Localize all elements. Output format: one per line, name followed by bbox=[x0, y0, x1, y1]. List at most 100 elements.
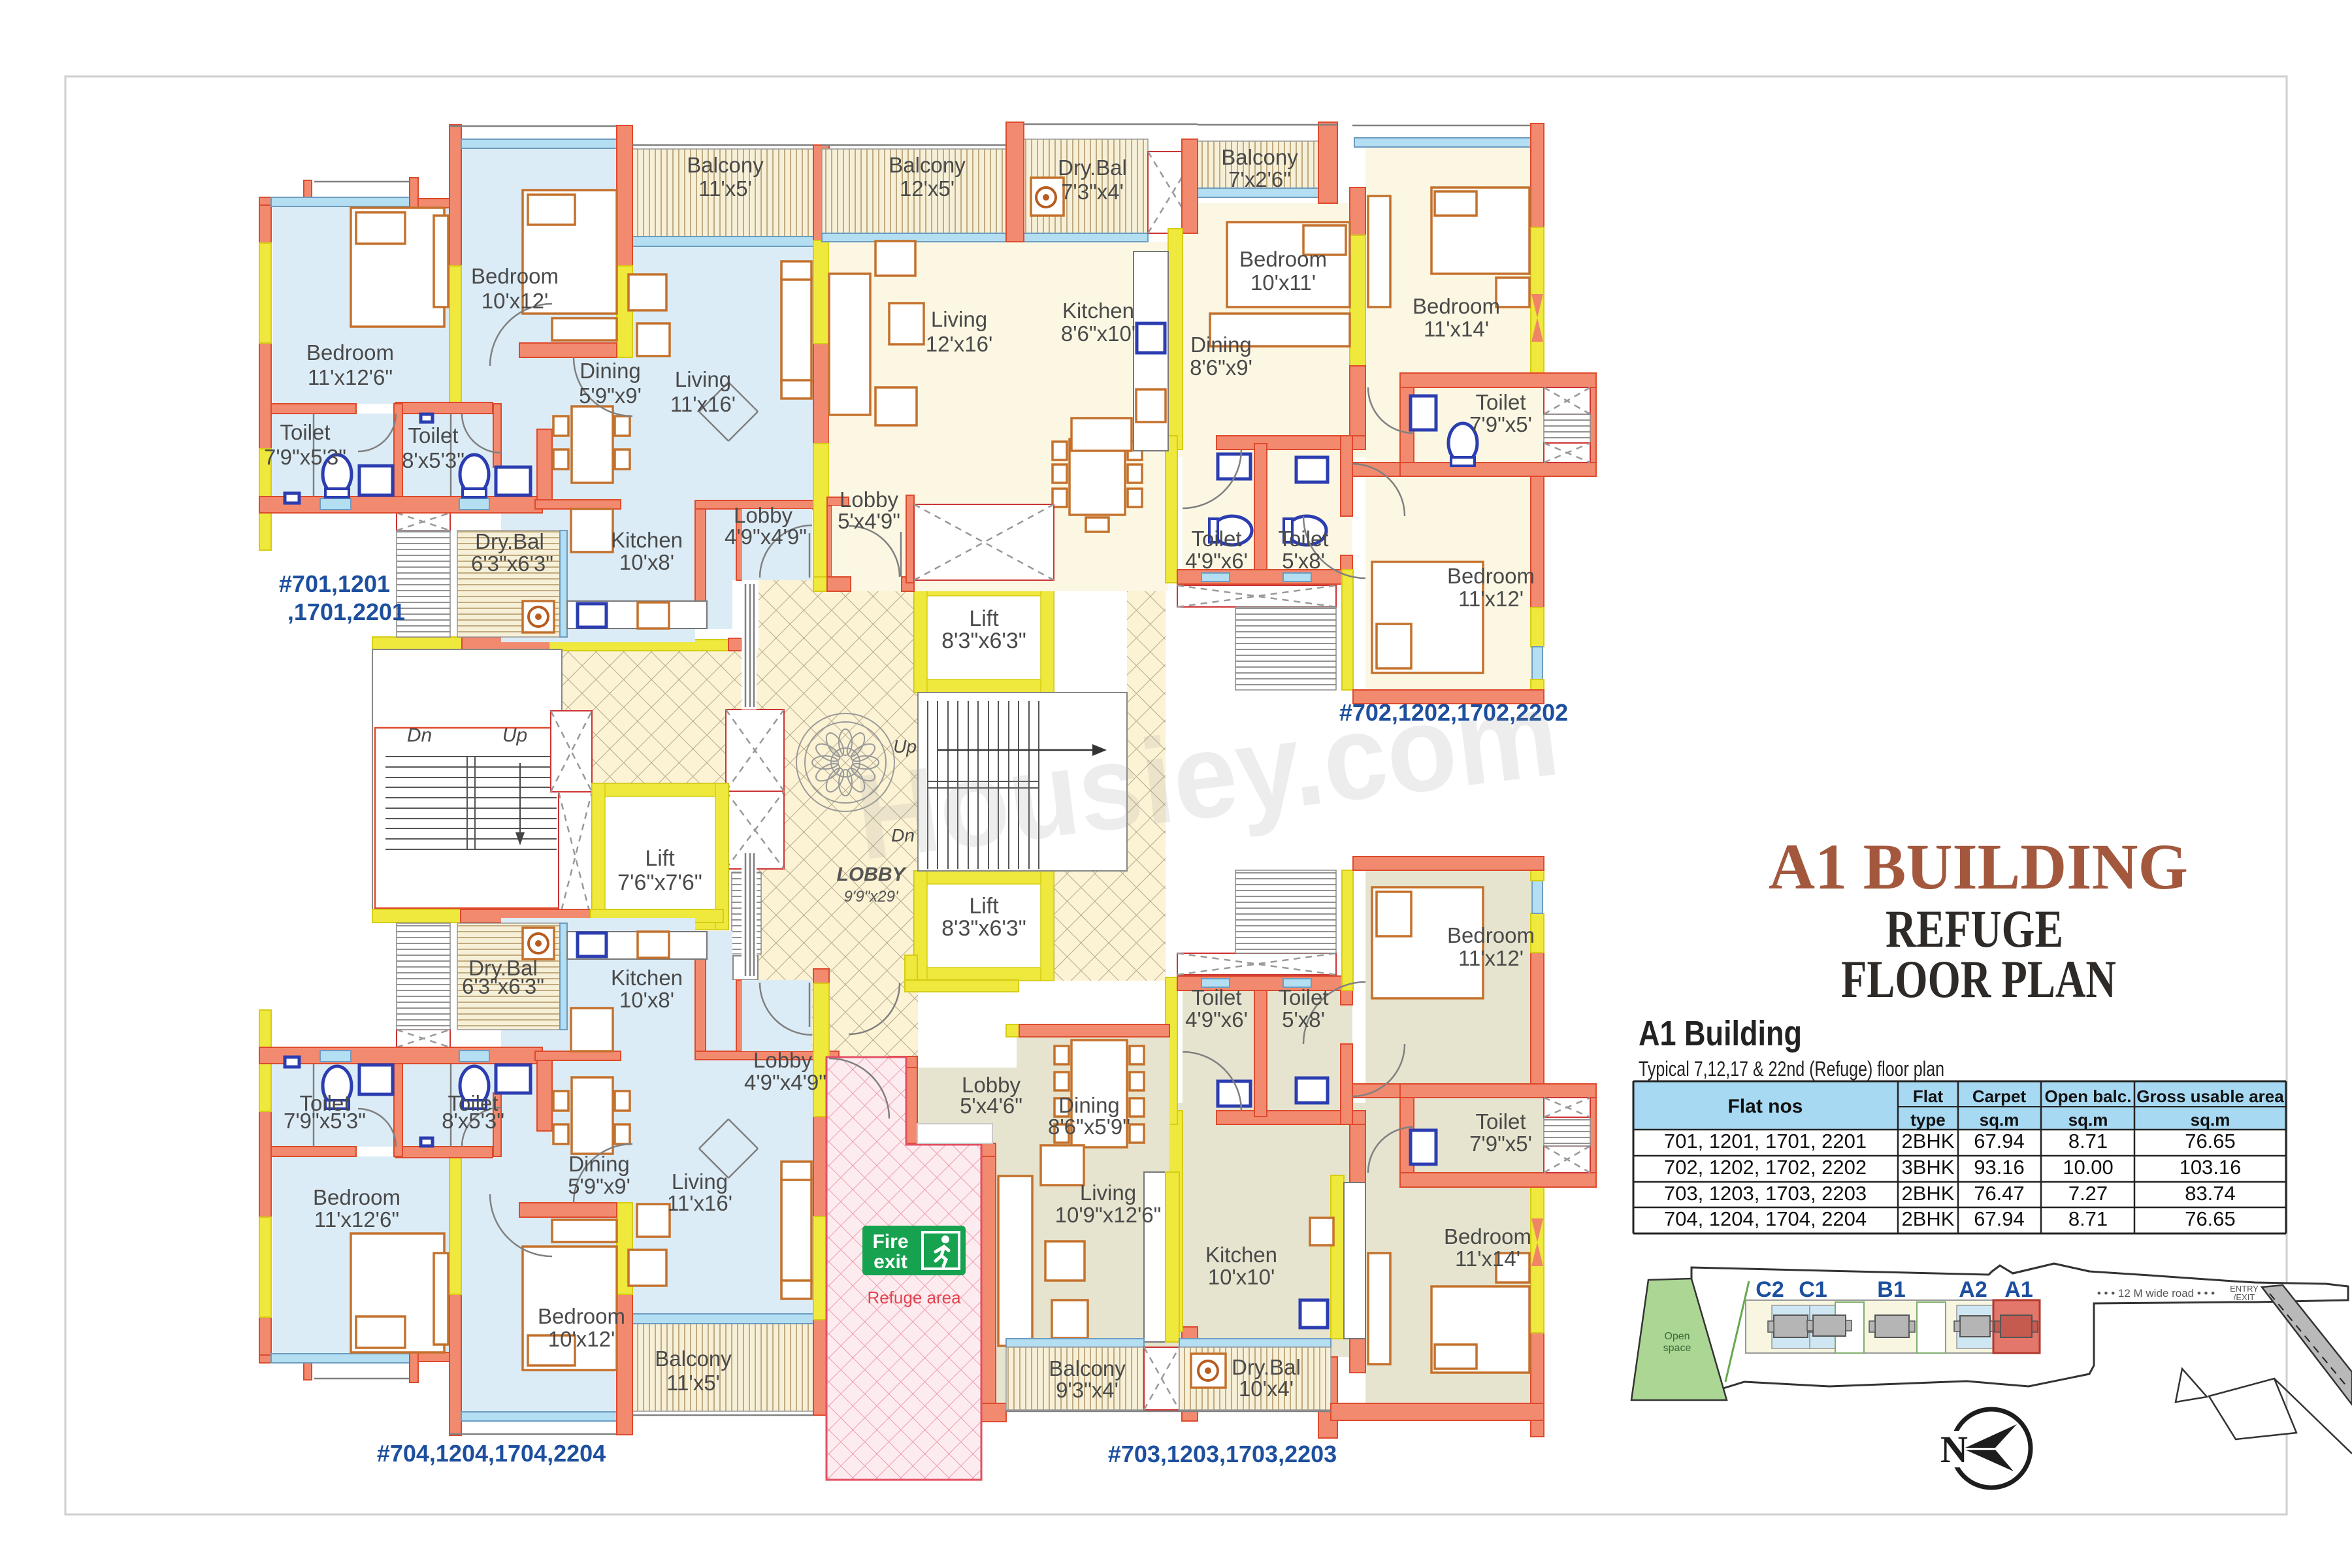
svg-text:2BHK: 2BHK bbox=[1902, 1207, 1955, 1230]
svg-text:B1: B1 bbox=[1877, 1277, 1905, 1302]
svg-text:Bedroom: Bedroom bbox=[313, 1185, 400, 1209]
svg-text:Refuge area: Refuge area bbox=[867, 1288, 961, 1307]
svg-text:10'x10': 10'x10' bbox=[1208, 1265, 1275, 1289]
svg-text:8.71: 8.71 bbox=[2068, 1207, 2108, 1230]
svg-text:12'x16': 12'x16' bbox=[926, 332, 993, 356]
svg-text:10'x12': 10'x12' bbox=[482, 289, 549, 313]
svg-text:93.16: 93.16 bbox=[1974, 1156, 2025, 1179]
svg-text:Toilet: Toilet bbox=[448, 1091, 498, 1115]
svg-text:Dining: Dining bbox=[1190, 333, 1252, 357]
svg-text:7'x2'6": 7'x2'6" bbox=[1228, 167, 1291, 191]
svg-text:Toilet: Toilet bbox=[1278, 527, 1328, 551]
svg-text:Dry.Bal: Dry.Bal bbox=[1058, 155, 1127, 180]
svg-text:11'x12'6": 11'x12'6" bbox=[314, 1207, 399, 1232]
svg-text:11'x12'6": 11'x12'6" bbox=[308, 365, 393, 389]
svg-text:11'x12': 11'x12' bbox=[1458, 946, 1524, 970]
svg-text:Lift: Lift bbox=[969, 606, 999, 631]
svg-text:Dry.Bal: Dry.Bal bbox=[468, 956, 538, 980]
svg-text:sq.m: sq.m bbox=[1980, 1110, 2019, 1130]
svg-text:exit: exit bbox=[874, 1251, 907, 1273]
svg-text:Living: Living bbox=[1080, 1181, 1136, 1205]
svg-text:A1 Building: A1 Building bbox=[1639, 1014, 1802, 1053]
svg-text:10'x4': 10'x4' bbox=[1239, 1377, 1294, 1401]
svg-text:Bedroom: Bedroom bbox=[1447, 923, 1535, 947]
svg-text:7.27: 7.27 bbox=[2068, 1182, 2108, 1205]
svg-text:Kitchen: Kitchen bbox=[1205, 1243, 1277, 1267]
svg-text:702, 1202, 1702, 2202: 702, 1202, 1702, 2202 bbox=[1664, 1156, 1867, 1179]
svg-text:5'9"x9': 5'9"x9' bbox=[579, 384, 642, 408]
svg-text:C1: C1 bbox=[1799, 1277, 1827, 1302]
svg-text:Kitchen: Kitchen bbox=[611, 966, 683, 990]
svg-text:7'6"x7'6": 7'6"x7'6" bbox=[617, 870, 702, 895]
svg-text:Typical 7,12,17 & 22nd (Refuge: Typical 7,12,17 & 22nd (Refuge) floor pl… bbox=[1639, 1057, 1944, 1081]
svg-text:Dining: Dining bbox=[1058, 1093, 1120, 1117]
svg-text:Up: Up bbox=[893, 736, 917, 757]
svg-text:ENTRY: ENTRY bbox=[2230, 1284, 2259, 1294]
svg-text:6'3"x6'3": 6'3"x6'3" bbox=[471, 551, 553, 576]
svg-text:83.74: 83.74 bbox=[2185, 1182, 2236, 1205]
svg-text:Bedroom: Bedroom bbox=[306, 340, 394, 365]
svg-text:10'x8': 10'x8' bbox=[619, 988, 674, 1012]
svg-text:space: space bbox=[1663, 1343, 1691, 1354]
svg-text:704, 1204, 1704, 2204: 704, 1204, 1704, 2204 bbox=[1664, 1207, 1867, 1230]
svg-text:4'9"x6': 4'9"x6' bbox=[1185, 1007, 1248, 1032]
svg-text:Open: Open bbox=[1664, 1331, 1690, 1342]
svg-text:5'x4'6": 5'x4'6" bbox=[960, 1094, 1022, 1118]
svg-text:11'x14': 11'x14' bbox=[1455, 1247, 1520, 1271]
svg-text:8'6"x10': 8'6"x10' bbox=[1061, 321, 1135, 346]
svg-text:#703,1203,1703,2203: #703,1203,1703,2203 bbox=[1108, 1441, 1337, 1467]
svg-text:3BHK: 3BHK bbox=[1902, 1156, 1955, 1179]
svg-text:11'x5': 11'x5' bbox=[698, 176, 752, 201]
svg-text:Dn: Dn bbox=[407, 725, 432, 746]
svg-text:Gross usable area: Gross usable area bbox=[2136, 1086, 2284, 1106]
svg-text:2BHK: 2BHK bbox=[1902, 1182, 1955, 1205]
svg-text:A2: A2 bbox=[1959, 1277, 1987, 1302]
svg-text:/EXIT: /EXIT bbox=[2234, 1292, 2255, 1302]
svg-text:5'x8': 5'x8' bbox=[1282, 549, 1325, 573]
svg-text:Bedroom: Bedroom bbox=[1413, 294, 1500, 318]
svg-text:8'x5'3": 8'x5'3" bbox=[442, 1109, 504, 1133]
svg-text:67.94: 67.94 bbox=[1974, 1130, 2025, 1152]
svg-text:Balcony: Balcony bbox=[1049, 1356, 1126, 1380]
svg-text:4'9"x4'9": 4'9"x4'9" bbox=[725, 525, 807, 549]
svg-text:Open balc.: Open balc. bbox=[2045, 1086, 2132, 1106]
svg-text:REFUGE: REFUGE bbox=[1886, 899, 2063, 958]
svg-text:Balcony: Balcony bbox=[889, 153, 966, 177]
svg-text:7'9"x5': 7'9"x5' bbox=[1469, 412, 1532, 436]
svg-text:sq.m: sq.m bbox=[2068, 1110, 2108, 1130]
svg-text:7'9"x5'3": 7'9"x5'3" bbox=[284, 1109, 366, 1133]
svg-text:6'3"x6'3": 6'3"x6'3" bbox=[462, 974, 544, 998]
svg-text:sq.m: sq.m bbox=[2191, 1110, 2230, 1130]
svg-text:7'9"x5'3": 7'9"x5'3" bbox=[264, 445, 346, 469]
svg-text:A1 BUILDING: A1 BUILDING bbox=[1769, 830, 2188, 903]
svg-text:Fire: Fire bbox=[872, 1231, 908, 1252]
svg-text:103.16: 103.16 bbox=[2180, 1156, 2242, 1179]
svg-text:Toilet: Toilet bbox=[1191, 985, 1241, 1009]
svg-text:76.47: 76.47 bbox=[1974, 1182, 2025, 1205]
svg-text:Toilet: Toilet bbox=[299, 1091, 350, 1115]
svg-text:Lobby: Lobby bbox=[840, 487, 898, 512]
svg-text:12'x5': 12'x5' bbox=[900, 176, 955, 201]
svg-text:11'x5': 11'x5' bbox=[666, 1371, 720, 1395]
svg-text:Dn: Dn bbox=[891, 825, 915, 845]
svg-text:• • • 12 M wide road • • •: • • • 12 M wide road • • • bbox=[2097, 1287, 2215, 1299]
svg-text:7'9"x5': 7'9"x5' bbox=[1469, 1132, 1532, 1156]
svg-text:8'3"x6'3": 8'3"x6'3" bbox=[941, 916, 1026, 941]
svg-text:Bedroom: Bedroom bbox=[1444, 1224, 1531, 1249]
svg-text:Living: Living bbox=[672, 1169, 728, 1194]
svg-text:Toilet: Toilet bbox=[408, 423, 458, 448]
svg-text:11'x14': 11'x14' bbox=[1424, 317, 1489, 341]
svg-text:Kitchen: Kitchen bbox=[1062, 299, 1134, 323]
svg-text:10'x11': 10'x11' bbox=[1250, 270, 1316, 295]
svg-text:76.65: 76.65 bbox=[2185, 1130, 2236, 1152]
svg-text:10'x8': 10'x8' bbox=[619, 550, 674, 574]
svg-text:11'x16': 11'x16' bbox=[670, 392, 736, 416]
svg-text:Bedroom: Bedroom bbox=[1447, 564, 1535, 588]
svg-text:A1: A1 bbox=[2004, 1277, 2033, 1302]
svg-text:8'x5'3": 8'x5'3" bbox=[402, 448, 465, 472]
svg-text:Toilet: Toilet bbox=[1475, 390, 1526, 414]
svg-text:Dry.Bal: Dry.Bal bbox=[1232, 1355, 1301, 1379]
svg-text:Toilet: Toilet bbox=[1475, 1109, 1526, 1134]
svg-text:Up: Up bbox=[502, 725, 527, 746]
svg-text:N: N bbox=[1940, 1428, 1968, 1471]
